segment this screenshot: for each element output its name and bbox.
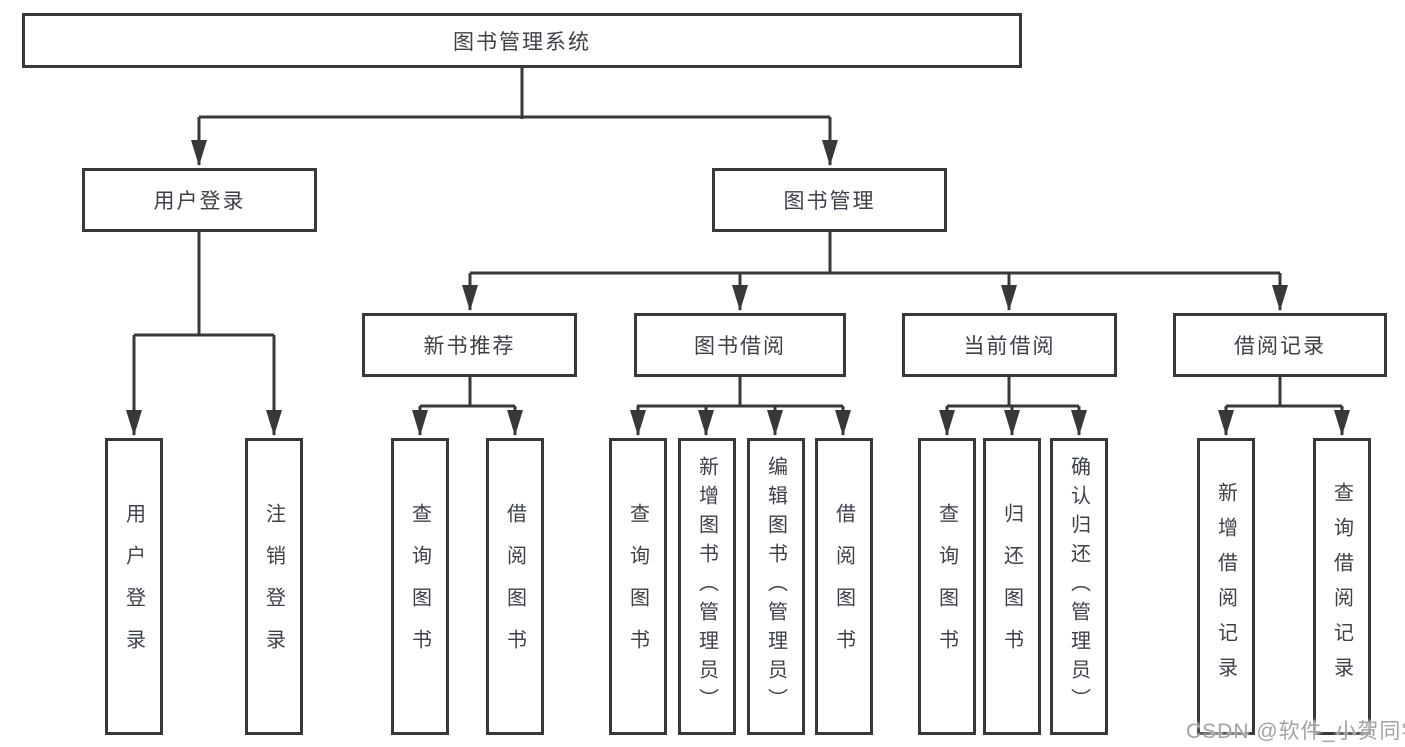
leaf-logout: 注销登录 <box>245 438 303 735</box>
leaf-query-books-1-label: 查询图书 <box>408 502 431 671</box>
node-book-borrow-label: 图书借阅 <box>694 335 786 358</box>
leaf-add-borrow-record: 新增借阅记录 <box>1197 438 1255 735</box>
leaf-borrow-books-1-label: 借阅图书 <box>503 502 526 671</box>
node-root-label: 图书管理系统 <box>453 30 591 54</box>
leaf-add-borrow-record-label: 新增借阅记录 <box>1214 481 1237 692</box>
leaf-query-books-3-label: 查询图书 <box>935 502 958 671</box>
node-root: 图书管理系统 <box>22 13 1022 68</box>
leaf-return-book: 归还图书 <box>983 438 1041 735</box>
leaf-query-books-2-label: 查询图书 <box>626 502 649 671</box>
node-borrow-records: 借阅记录 <box>1173 313 1387 377</box>
node-current-borrow-label: 当前借阅 <box>963 335 1056 358</box>
leaf-query-borrow-record-label: 查询借阅记录 <box>1330 481 1353 692</box>
leaf-query-books-3: 查询图书 <box>918 438 976 735</box>
node-borrow-records-label: 借阅记录 <box>1234 335 1326 358</box>
node-user-login: 用户登录 <box>82 168 317 232</box>
leaf-borrow-books-1: 借阅图书 <box>486 438 544 735</box>
node-book-borrow: 图书借阅 <box>634 313 846 377</box>
leaf-query-borrow-record: 查询借阅记录 <box>1313 438 1371 735</box>
node-book-management-label: 图书管理 <box>783 190 876 213</box>
leaf-borrow-books-2-label: 借阅图书 <box>832 502 855 671</box>
watermark: CSDN @软件_小贺同学 <box>1186 720 1405 743</box>
leaf-logout-label: 注销登录 <box>262 502 285 671</box>
leaf-borrow-books-2: 借阅图书 <box>815 438 873 735</box>
node-book-management: 图书管理 <box>712 168 947 232</box>
leaf-edit-book-admin-label: 编辑图书（管理员） <box>764 456 787 717</box>
node-new-book-recommend-label: 新书推荐 <box>423 335 516 358</box>
leaf-confirm-return-admin-label: 确认归还（管理员） <box>1067 456 1090 717</box>
leaf-query-books-1: 查询图书 <box>391 438 449 735</box>
leaf-edit-book-admin: 编辑图书（管理员） <box>747 438 805 735</box>
node-user-login-label: 用户登录 <box>153 190 246 213</box>
leaf-user-login: 用户登录 <box>105 438 163 735</box>
leaf-add-book-admin-label: 新增图书（管理员） <box>695 456 718 717</box>
node-current-borrow: 当前借阅 <box>902 313 1117 377</box>
leaf-add-book-admin: 新增图书（管理员） <box>678 438 736 735</box>
leaf-confirm-return-admin: 确认归还（管理员） <box>1050 438 1108 735</box>
leaf-query-books-2: 查询图书 <box>609 438 667 735</box>
leaf-user-login-label: 用户登录 <box>122 502 145 671</box>
leaf-return-book-label: 归还图书 <box>1000 502 1023 671</box>
node-new-book-recommend: 新书推荐 <box>362 313 577 377</box>
